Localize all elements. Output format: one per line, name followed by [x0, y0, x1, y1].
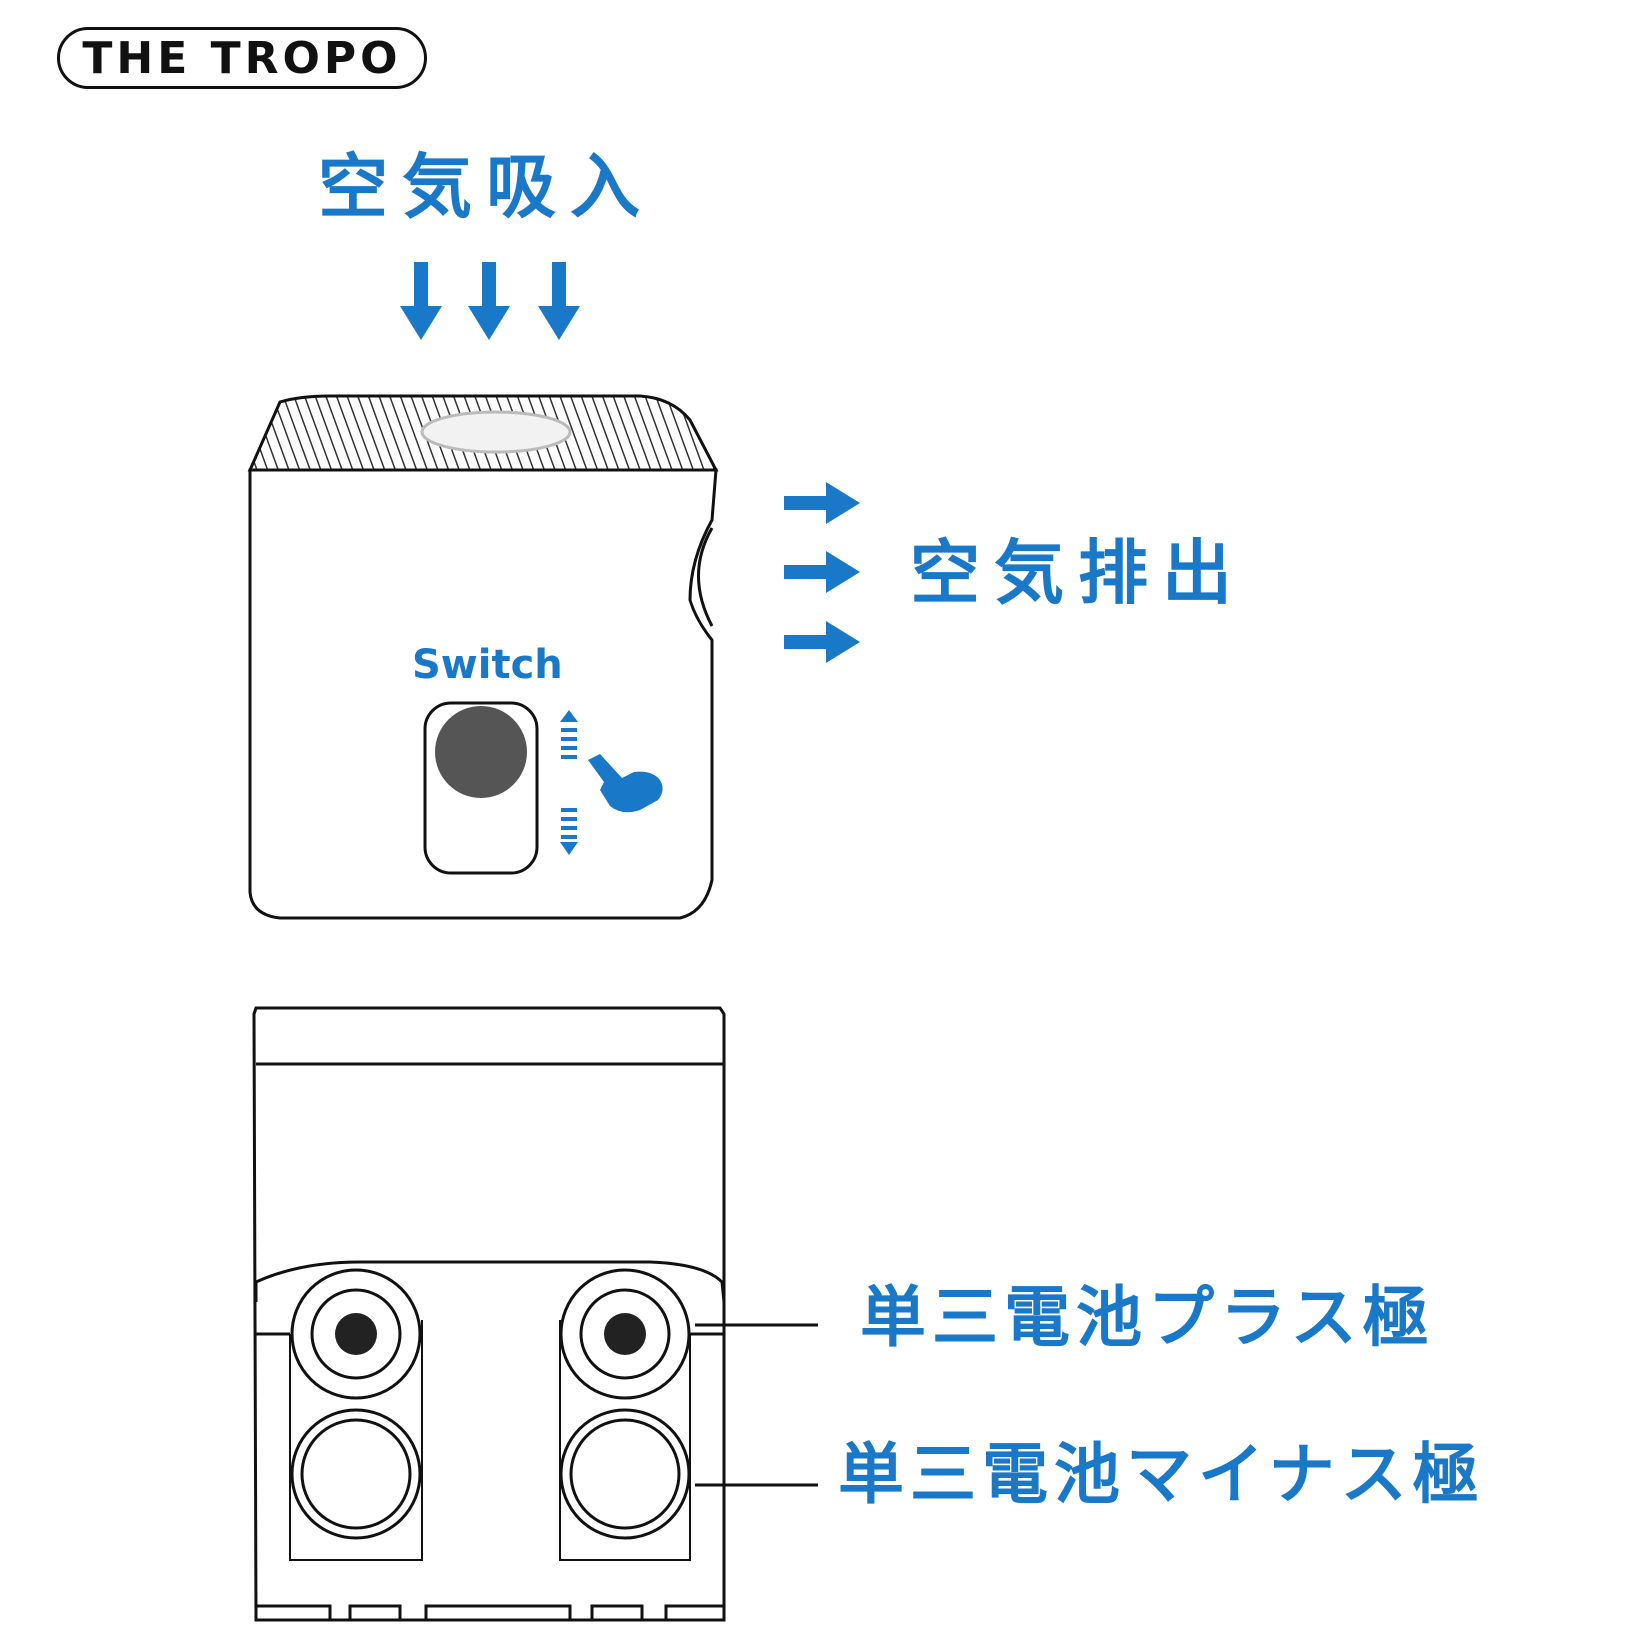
device-body	[248, 468, 718, 920]
switch-button[interactable]	[435, 706, 527, 798]
compartment-inner-frame	[254, 1260, 726, 1303]
arrow-right-icon	[784, 482, 860, 524]
battery-minus-terminal-right	[559, 1408, 691, 1540]
dashed-arrow-up-icon	[560, 710, 578, 759]
battery-minus-label: 単三電池マイナス極	[838, 1436, 1485, 1513]
arrow-right-icon	[784, 621, 860, 663]
air-exhaust-label: 空気排出	[910, 532, 1246, 614]
battery-compartment	[252, 1006, 726, 1622]
arrow-right-icon	[784, 551, 860, 593]
switch-label: Switch	[412, 642, 563, 688]
pointing-hand-icon	[588, 754, 663, 813]
exhaust-arrows	[784, 482, 860, 663]
dashed-arrow-down-icon	[560, 808, 578, 855]
battery-plus-label: 単三電池プラス極	[860, 1279, 1435, 1356]
device-top-unit	[247, 394, 719, 920]
side-exhaust-vent	[697, 527, 714, 627]
brand-badge: THE TROPO	[57, 27, 427, 89]
arrow-down-icon	[400, 262, 442, 340]
intake-arrows	[400, 262, 580, 340]
arrow-down-icon	[468, 262, 510, 340]
air-intake-label: 空気吸入	[318, 146, 654, 228]
battery-minus-terminal-left	[290, 1408, 422, 1540]
top-center-cap	[420, 410, 572, 454]
arrow-down-icon	[538, 262, 580, 340]
battery-plus-terminal-right	[559, 1268, 691, 1400]
battery-plus-terminal-left	[290, 1268, 422, 1400]
brand-name: THE TROPO	[82, 32, 402, 84]
